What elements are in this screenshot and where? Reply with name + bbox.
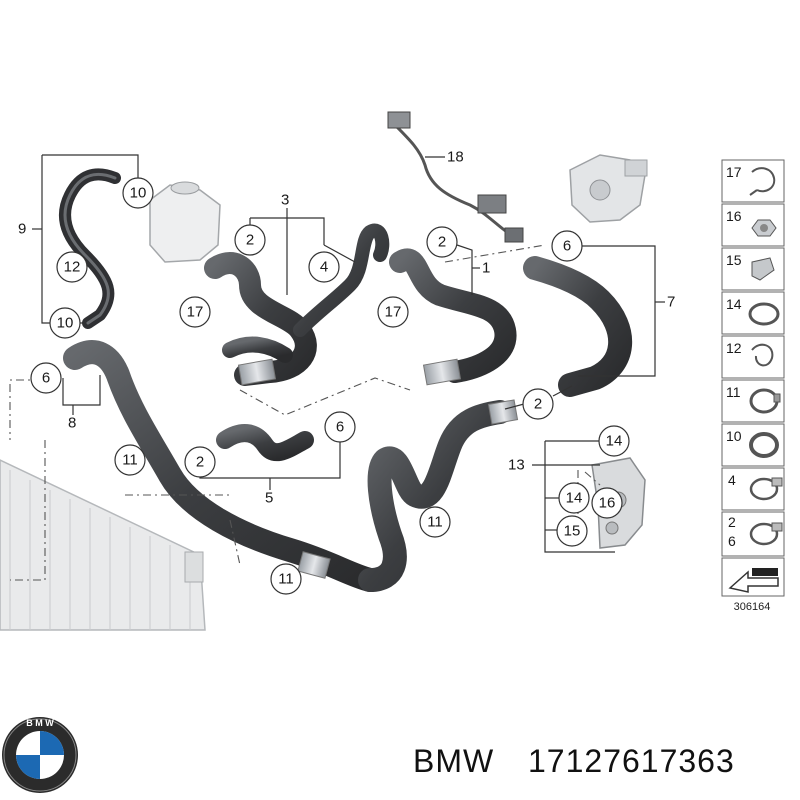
callout-6-hose8: 6 (42, 370, 50, 387)
arrow-icon (728, 568, 779, 593)
footer-brand: BMW (413, 743, 495, 779)
legend-number-14: 14 (726, 296, 742, 312)
screw-clamp-icon (749, 477, 783, 501)
callout-2-hose1: 2 (438, 234, 446, 251)
callout-2-hose3: 2 (246, 232, 254, 249)
hose-11-right (358, 400, 512, 592)
hose-7 (523, 256, 633, 397)
callout-11-left: 11 (122, 452, 138, 469)
legend-number-2: 2 (728, 514, 736, 530)
footer-part-number: 17127617363 (528, 743, 735, 779)
legend-number-12: 12 (726, 340, 742, 356)
svg-text:B M W: B M W (26, 718, 54, 728)
legend-number-15: 15 (726, 252, 742, 268)
label-1: 1 (482, 260, 490, 277)
callout-10-bottom: 10 (57, 315, 74, 332)
hex-nut-icon (751, 219, 777, 237)
callout-16: 16 (599, 495, 616, 512)
leader-lines (32, 154, 665, 553)
callout-10-top: 10 (130, 185, 147, 202)
callout-6-hose5: 6 (336, 419, 344, 436)
callout-11-bottom: 11 (278, 571, 294, 588)
radiator (0, 459, 206, 631)
label-9: 9 (18, 221, 26, 238)
callout-15: 15 (564, 523, 581, 540)
label-7: 7 (667, 294, 675, 311)
sensor-wire (387, 111, 524, 243)
callouts (30, 177, 630, 595)
clamp-icon (748, 302, 780, 326)
callout-14-top: 14 (606, 433, 623, 450)
legend-number-11: 11 (726, 384, 741, 400)
callout-4: 4 (320, 259, 328, 276)
legend-number-17: 17 (726, 164, 742, 180)
hose-connectors (237, 358, 519, 579)
legend-panel: 17 16 15 14 12 11 10 4 2 6 (721, 159, 785, 613)
label-8: 8 (68, 415, 76, 432)
spring-clip-icon (749, 167, 776, 196)
screw-clamp-icon (749, 522, 783, 546)
callout-14-mid: 14 (566, 490, 583, 507)
bmw-logo: B M W (2, 717, 78, 793)
expansion-tank (149, 181, 221, 263)
hose-5 (216, 424, 314, 462)
dashed-reference-lines (9, 244, 601, 581)
hose-3 (204, 252, 317, 386)
callout-17-right: 17 (385, 304, 402, 321)
legend-number-6: 6 (728, 533, 736, 549)
legend-number-4: 4 (728, 472, 736, 488)
label-3: 3 (281, 192, 289, 209)
hose-clip-icon (751, 343, 774, 367)
hose-1 (389, 248, 517, 383)
callout-12: 12 (64, 259, 81, 276)
clamp-icon (749, 432, 779, 458)
legend-number-10: 10 (726, 428, 742, 444)
label-5: 5 (265, 490, 273, 507)
callout-17-left: 17 (187, 304, 204, 321)
bracket-clip-icon (751, 257, 775, 281)
label-18: 18 (447, 149, 464, 166)
callout-11-right: 11 (427, 514, 443, 531)
diagram-id: 306164 (734, 601, 771, 613)
legend-number-16: 16 (726, 208, 742, 224)
callout-2-hose5: 2 (196, 454, 204, 471)
callout-6-hose7: 6 (563, 238, 571, 255)
label-13: 13 (508, 457, 525, 474)
callout-2-hose11: 2 (534, 396, 542, 413)
clamp-icon (749, 388, 781, 414)
thermostat-housing (569, 154, 648, 223)
